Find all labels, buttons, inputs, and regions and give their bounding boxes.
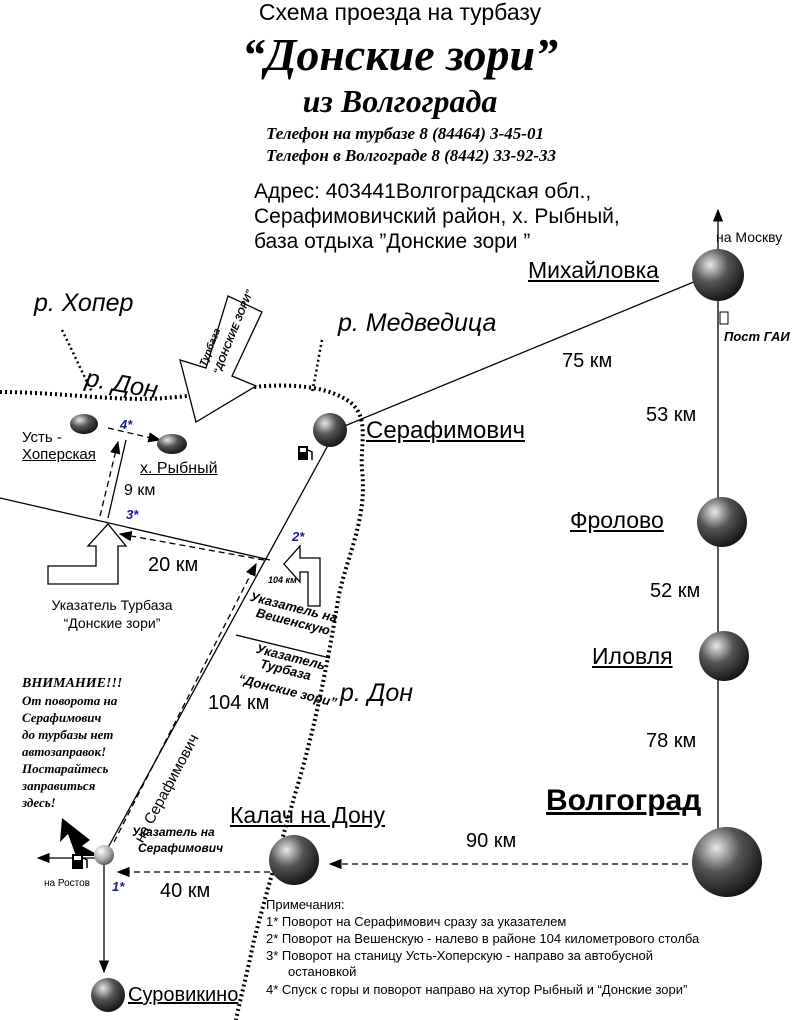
marker-1: 1* <box>112 879 125 894</box>
sign-serafimovich-line1: Указатель на <box>132 825 215 839</box>
city-surovikino: Суровикино <box>128 984 239 1006</box>
village-ust-khoperskaya-line1: Усть - <box>22 429 62 446</box>
city-kalach-dot <box>269 835 319 885</box>
junction-dot <box>94 845 114 865</box>
city-frolovo-dot <box>697 497 747 547</box>
city-ilovlya-dot <box>699 631 749 681</box>
to-moscow-label: на Москву <box>716 229 783 245</box>
city-ilovlya: Иловля <box>592 643 673 669</box>
river-medveditsa: р. Медведица <box>338 309 497 337</box>
village-rybny-dot <box>157 434 187 454</box>
turn-arrow-2 <box>283 544 321 607</box>
city-surovikino-dot <box>91 978 125 1012</box>
distance-9: 9 км <box>124 482 156 499</box>
village-ust-khoperskaya-dot <box>70 414 98 434</box>
note-3-cont: остановкой <box>288 964 357 979</box>
distance-104: 104 км <box>208 692 270 714</box>
fuel-icon-seraf <box>298 446 313 460</box>
gai-post-icon <box>719 311 729 325</box>
city-volgograd: Волгоград <box>546 784 702 817</box>
river-medveditsa-line <box>310 339 324 393</box>
city-kalach: Калач на Дону <box>230 802 385 828</box>
marker-4: 4* <box>120 417 133 432</box>
sign-turbaza-line1: Указатель Турбаза <box>51 597 173 613</box>
village-ust-khoperskaya-line2: Хоперская <box>22 446 96 463</box>
header-line: Схема проезда на турбазу <box>258 0 542 25</box>
turbaza-arrow <box>179 295 263 424</box>
warning-line-6: Постарайтесь <box>22 761 109 776</box>
post-gai-label: Пост ГАИ <box>724 329 790 344</box>
note-4: 4* Спуск с горы и поворот направо на хут… <box>266 982 688 997</box>
address-line-2: Серафимовичский район, х. Рыбный, <box>254 205 620 228</box>
sign-serafimovich-line2: Серафимович <box>138 841 224 855</box>
river-khoper-line <box>60 329 94 393</box>
marker-2: 2* <box>292 529 305 544</box>
city-volgograd-dot <box>692 827 762 897</box>
warning-line-8: здесь! <box>22 795 56 810</box>
distance-104-small: 104 км <box>268 575 297 585</box>
warning-arrow <box>60 818 100 856</box>
city-markers <box>70 249 762 1012</box>
city-mikhailovka: Михайловка <box>528 257 659 283</box>
city-serafimovich: Серафимович <box>366 417 526 444</box>
phone-base: Телефон на турбазе 8 (84464) 3-45-01 <box>266 124 544 143</box>
warning-line-2: От поворота на <box>22 693 118 708</box>
notes-title: Примечания: <box>266 897 345 912</box>
river-don-south: р. Дон <box>340 679 414 707</box>
phone-city: Телефон в Волгограде 8 (8442) 33-92-33 <box>266 146 557 165</box>
route-arrows <box>99 427 718 878</box>
distance-52: 52 км <box>650 580 701 602</box>
turn-arrow-3 <box>47 523 128 585</box>
note-3: 3* Поворот на станицу Усть-Хоперскую - н… <box>266 948 653 963</box>
city-mikhailovka-dot <box>692 249 744 301</box>
warning-line-5: автозаправок! <box>22 744 107 759</box>
sign-turbaza-line2: “Донские зори” <box>63 615 161 631</box>
distance-40: 40 км <box>160 880 211 902</box>
warning-line-7: заправиться <box>22 778 96 793</box>
to-rostov-label: на Ростов <box>44 878 90 889</box>
village-rybny: х. Рыбный <box>140 460 218 477</box>
fuel-icon-kalach <box>72 854 88 869</box>
page-subtitle: из Волгограда <box>302 83 498 119</box>
marker-3: 3* <box>126 507 139 522</box>
distance-75: 75 км <box>562 350 613 372</box>
road-lines <box>0 208 724 974</box>
city-frolovo: Фролово <box>570 507 664 533</box>
page-title: “Донские зори” <box>241 29 559 80</box>
distance-20: 20 км <box>148 554 199 576</box>
distance-90: 90 км <box>466 830 517 852</box>
warning-line-4: до турбазы нет <box>22 727 114 742</box>
distance-78: 78 км <box>646 730 697 752</box>
city-serafimovich-dot <box>313 413 347 447</box>
distance-53: 53 км <box>646 404 697 426</box>
warning-line-1: ВНИМАНИЕ!!! <box>22 676 123 691</box>
note-2: 2* Поворот на Вешенскую - налево в район… <box>266 931 700 946</box>
river-khoper: р. Хопер <box>34 289 134 317</box>
warning-line-3: Серафимович <box>22 710 102 725</box>
note-1: 1* Поворот на Серафимович сразу за указа… <box>266 914 567 929</box>
address-line-1: Адрес: 403441Волгоградская обл., <box>254 180 592 203</box>
address-line-3: база отдыха ”Донские зори ” <box>254 230 531 253</box>
